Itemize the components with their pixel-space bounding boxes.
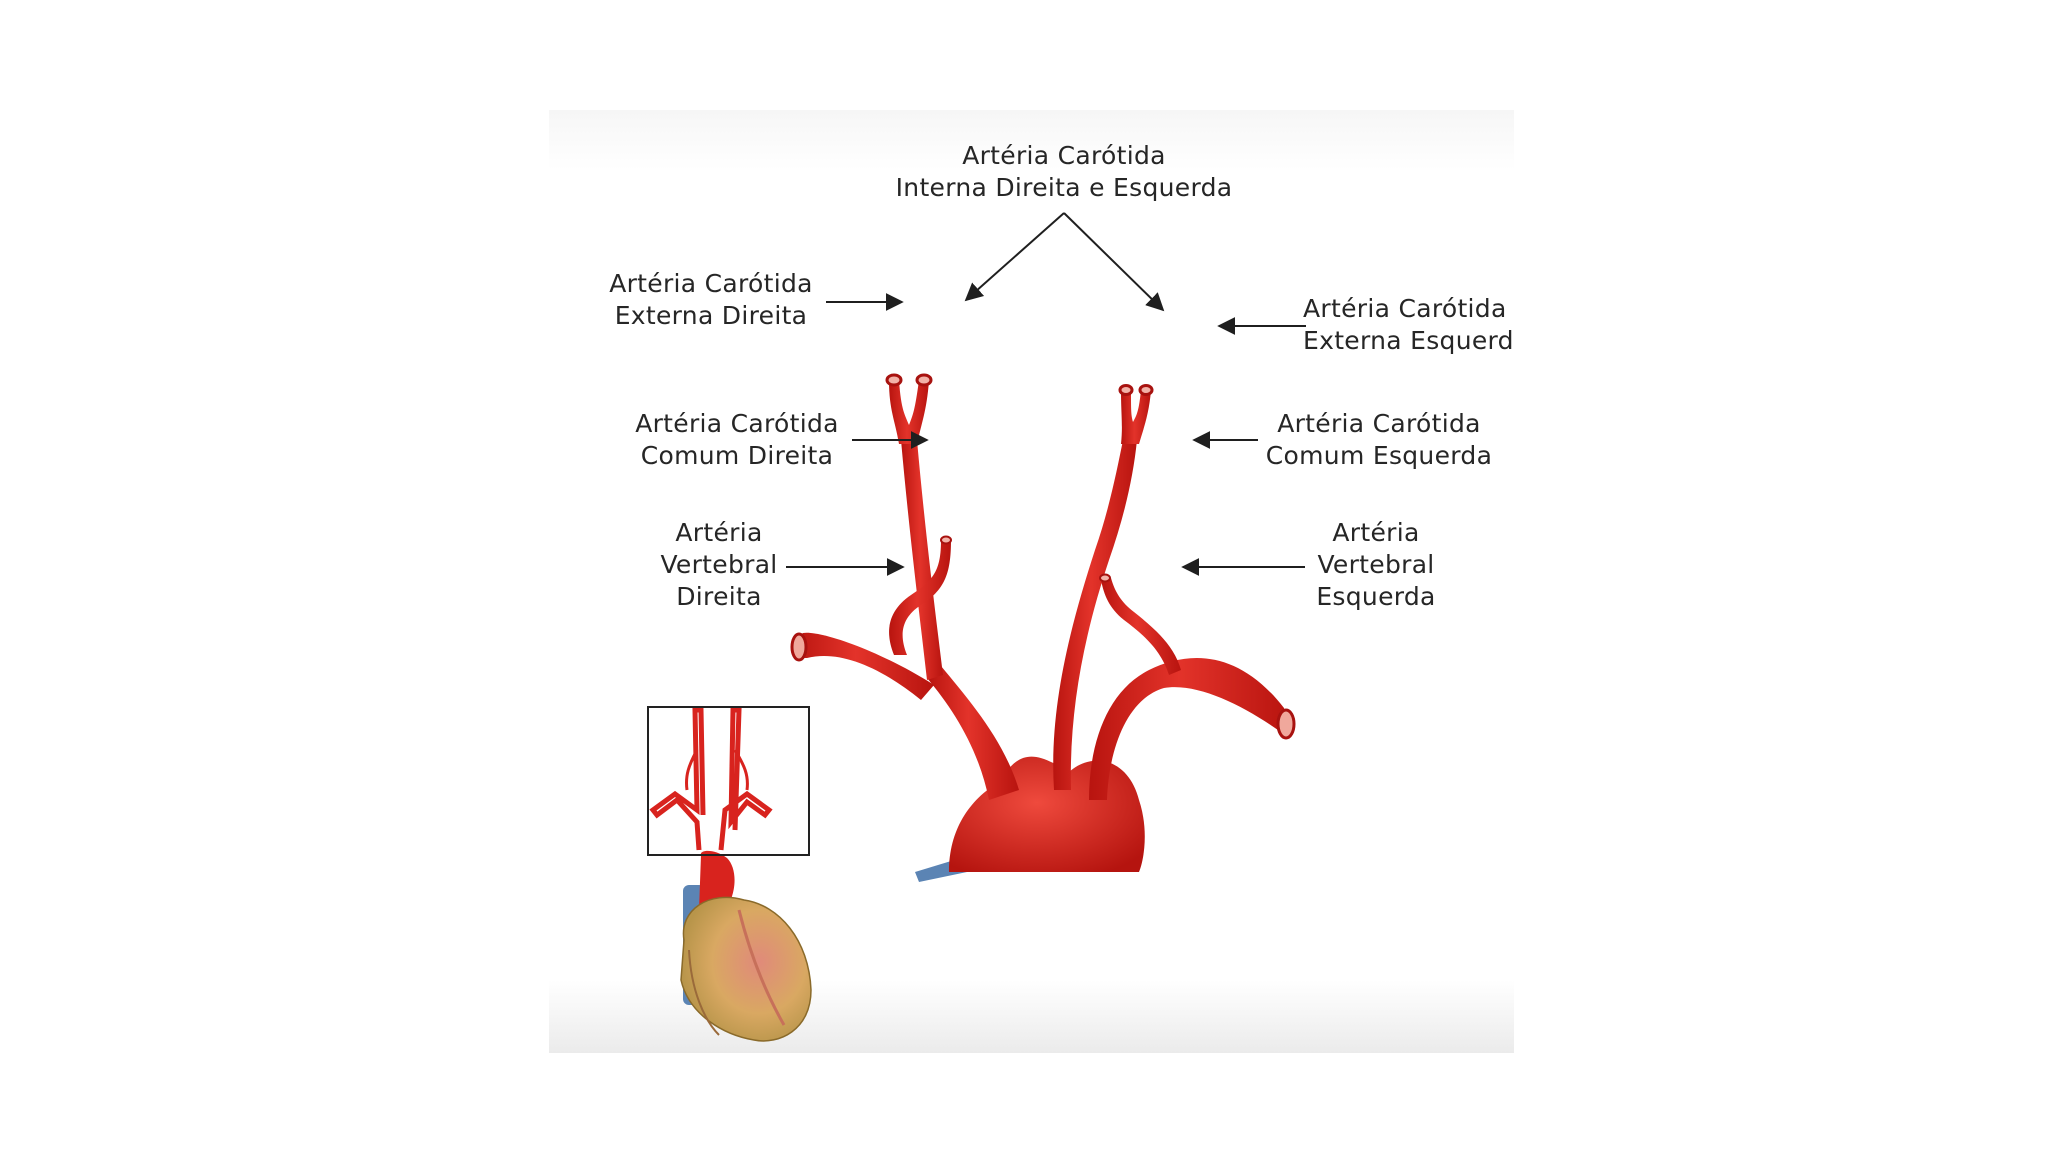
label-common-carotid-right: Artéria Carótida Comum Direita xyxy=(635,409,839,470)
right-external-opening xyxy=(915,373,933,387)
arrow-internal-right xyxy=(964,212,1065,302)
left-external-opening xyxy=(1138,384,1154,396)
left-subclavian-artery xyxy=(1089,657,1289,800)
left-internal-opening xyxy=(1118,384,1134,396)
carotid-artery-diagram: Artéria Carótida Interna Direita e Esque… xyxy=(549,110,1514,1053)
right-vertebral-opening xyxy=(940,535,952,545)
label-common-carotid-left: Artéria Carótida Comum Esquerda xyxy=(1265,409,1493,470)
inset-left-vessels xyxy=(718,707,773,851)
inset-coronary xyxy=(737,909,786,1026)
left-vertebral-artery xyxy=(1101,578,1181,675)
left-common-carotid xyxy=(1053,440,1137,790)
label-vertebral-right: Artéria Vertebral Direita xyxy=(660,518,778,611)
aortic-arch xyxy=(949,756,1145,872)
label-external-carotid-right: Artéria Carótida Externa Direita xyxy=(609,269,813,330)
label-vertebral-left: Artéria Vertebral Esquerda xyxy=(1316,518,1436,611)
vessels xyxy=(790,373,1296,882)
label-internal-carotid: Artéria Carótida Interna Direita e Esque… xyxy=(895,141,1233,202)
right-carotid-bifurcation xyxy=(889,380,929,444)
inset-highlight-frame xyxy=(647,706,810,856)
brachiocephalic-trunk xyxy=(927,666,1019,800)
right-subclavian-opening xyxy=(790,632,808,662)
arrow-internal-left xyxy=(1063,212,1165,312)
right-subclavian-artery xyxy=(791,632,934,700)
inset-right-vertebral xyxy=(685,749,699,791)
right-common-carotid xyxy=(901,440,943,680)
left-carotid-bifurcation xyxy=(1121,390,1151,444)
heart-inset-illustration xyxy=(649,707,812,1042)
leader-arrows xyxy=(786,212,1306,576)
inset-left-vertebral xyxy=(733,749,749,791)
right-vertebral-artery xyxy=(889,540,951,655)
left-vertebral-opening xyxy=(1099,573,1111,583)
artery-illustration xyxy=(649,212,1306,1042)
left-subclavian-opening xyxy=(1276,708,1296,740)
inset-heart-groove xyxy=(688,949,720,1036)
inset-heart xyxy=(680,896,812,1042)
right-internal-opening xyxy=(885,373,903,387)
inset-right-vessels xyxy=(649,707,706,851)
label-external-carotid-left: Artéria Carótida Externa Esquerda xyxy=(1303,294,1514,355)
